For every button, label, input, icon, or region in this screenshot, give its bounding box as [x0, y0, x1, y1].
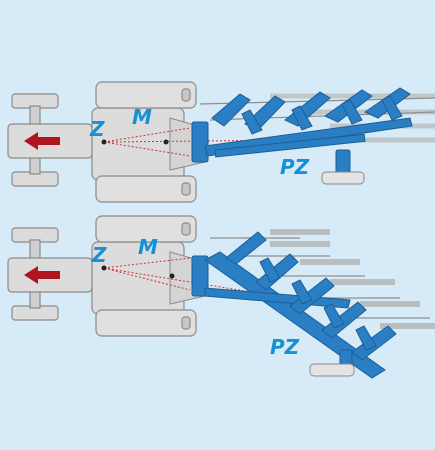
top-configuration: Z M PZ: [7, 81, 435, 203]
direction-arrow-icon: [24, 266, 60, 284]
top-plough: [191, 87, 413, 175]
top-rear-wheels: [95, 81, 197, 203]
bottom-rear-wheels: [95, 215, 197, 337]
direction-arrow-icon: [24, 132, 60, 150]
top-pivot-z-dot: [101, 139, 107, 145]
bottom-label-z: Z: [91, 243, 107, 267]
top-label-m: M: [132, 105, 152, 129]
top-label-pz: PZ: [280, 155, 310, 179]
top-force-lines: [103, 127, 301, 157]
bottom-pivot-z-dot: [101, 265, 107, 271]
bottom-support-wheel: [309, 363, 355, 377]
top-pivot-m-dot: [163, 139, 169, 145]
bottom-configuration: Z M PZ: [7, 215, 435, 379]
bottom-plough: [191, 231, 397, 379]
bottom-furrow-strokes: [270, 229, 435, 329]
bottom-label-m: M: [138, 235, 158, 259]
bottom-label-pz: PZ: [270, 335, 300, 359]
top-label-z: Z: [89, 117, 105, 141]
top-support-wheel: [321, 171, 365, 185]
bottom-pivot-m-dot: [169, 273, 175, 279]
